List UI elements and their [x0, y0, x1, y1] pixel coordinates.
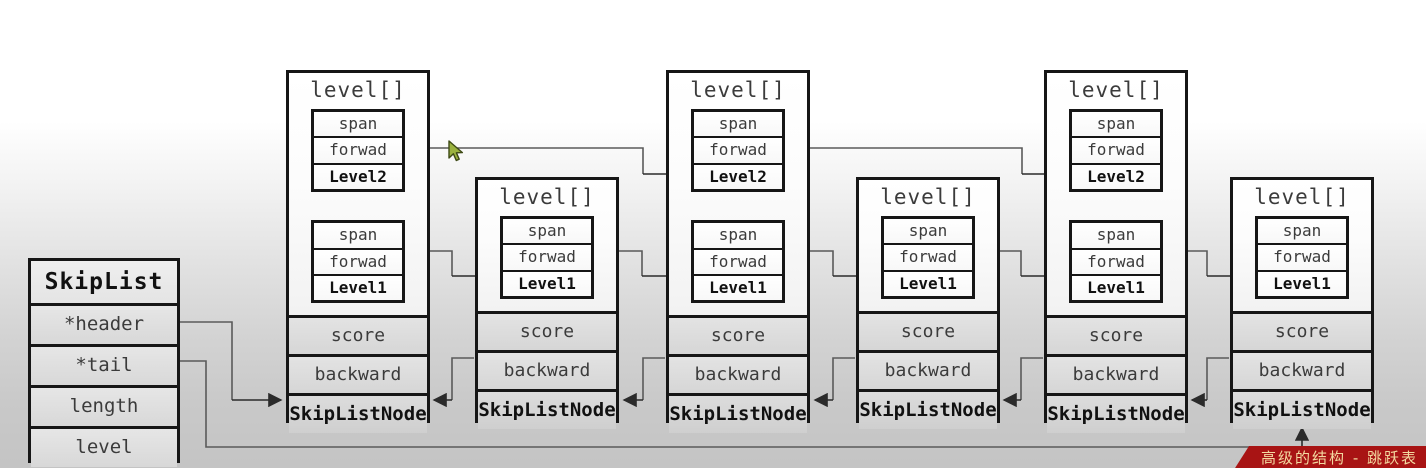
score-field: score [859, 311, 997, 351]
level-label-cell: Level1 [314, 276, 402, 301]
level-gap [289, 192, 427, 216]
banner-text: 高级的结构 - 跳跃表 [1261, 448, 1418, 467]
struct-field-level: level [31, 428, 177, 467]
span-cell: span [314, 112, 402, 139]
struct-title: SkipList [31, 261, 177, 307]
forward-cell: forwad [884, 245, 972, 272]
skiplist-struct-box[interactable]: SkipList *header *tail length level [28, 258, 180, 467]
span-cell: span [1258, 219, 1346, 246]
level-array-label: level[] [690, 78, 786, 102]
node-type-label: SkipListNode [478, 388, 616, 429]
forward-cell: forwad [1072, 249, 1160, 276]
struct-field-length: length [31, 388, 177, 429]
forward-cell: forwad [314, 138, 402, 165]
level-label-cell: Level1 [1072, 276, 1160, 301]
node-type-label: SkipListNode [289, 392, 427, 433]
node-type-label: SkipListNode [1233, 388, 1371, 429]
score-field: score [478, 311, 616, 351]
backward-field: backward [1233, 350, 1371, 389]
span-cell: span [1072, 223, 1160, 250]
score-field: score [1233, 311, 1371, 351]
forward-cell: forwad [1258, 245, 1346, 272]
struct-field-tail: *tail [31, 347, 177, 389]
forward-cell: forwad [694, 138, 782, 165]
span-cell: span [503, 219, 591, 246]
level-gap [669, 192, 807, 216]
level-label-cell: Level2 [314, 164, 402, 190]
forward-cell: forwad [1072, 138, 1160, 165]
backward-field: backward [859, 350, 997, 389]
span-cell: span [314, 223, 402, 250]
span-cell: span [1072, 112, 1160, 139]
level-label-cell: Level2 [694, 164, 782, 190]
level-array-label: level[] [1254, 185, 1350, 209]
node-type-label: SkipListNode [669, 392, 807, 433]
backward-field: backward [669, 354, 807, 393]
forward-cell: forwad [503, 245, 591, 272]
struct-field-header: *header [31, 306, 177, 348]
score-field: score [289, 315, 427, 355]
node-type-label: SkipListNode [1047, 392, 1185, 433]
level-array-label: level[] [499, 185, 595, 209]
level-gap [1047, 192, 1185, 216]
level-label-cell: Level1 [1258, 271, 1346, 297]
forward-cell: forwad [314, 249, 402, 276]
span-cell: span [884, 219, 972, 246]
backward-field: backward [289, 354, 427, 393]
backward-field: backward [478, 350, 616, 389]
score-field: score [669, 315, 807, 355]
span-cell: span [694, 112, 782, 139]
level-label-cell: Level1 [503, 271, 591, 297]
level-label-cell: Level1 [884, 271, 972, 297]
level-array-label: level[] [880, 185, 976, 209]
span-cell: span [694, 223, 782, 250]
node-type-label: SkipListNode [859, 388, 997, 429]
mouse-cursor-icon [448, 140, 464, 162]
level-array-label: level[] [1068, 78, 1164, 102]
level-array-label: level[] [310, 78, 406, 102]
level-label-cell: Level2 [1072, 164, 1160, 190]
backward-field: backward [1047, 354, 1185, 393]
level-label-cell: Level1 [694, 276, 782, 301]
score-field: score [1047, 315, 1185, 355]
forward-cell: forwad [694, 249, 782, 276]
bottom-red-banner: 高级的结构 - 跳跃表 [1235, 446, 1426, 468]
